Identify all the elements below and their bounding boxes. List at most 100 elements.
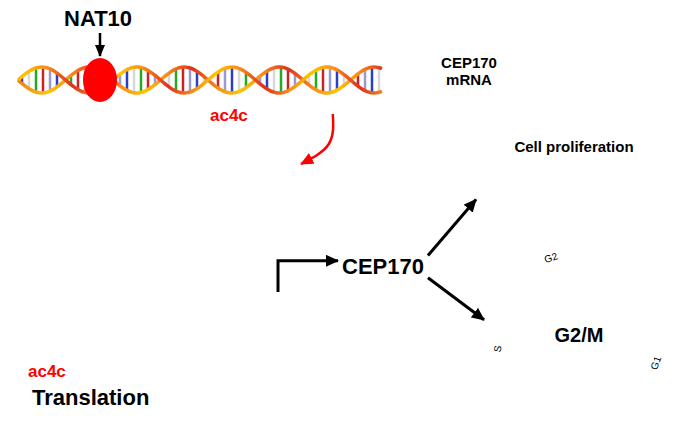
cell xyxy=(554,108,579,133)
base-pair xyxy=(237,328,240,342)
base-pair xyxy=(69,326,72,344)
cell-spot xyxy=(548,93,551,96)
process-label: Translation xyxy=(32,385,149,410)
cell-spot xyxy=(617,91,620,94)
connector-arrow xyxy=(278,261,338,292)
base-pair xyxy=(132,323,135,346)
heading: Cell proliferation xyxy=(476,138,672,155)
trna xyxy=(150,173,186,284)
cell-spot xyxy=(596,113,599,116)
phase-arrowhead xyxy=(503,273,528,293)
cell-spot xyxy=(585,114,588,117)
cell-spot xyxy=(593,99,596,102)
cell xyxy=(599,64,624,89)
cell-spot xyxy=(575,95,578,98)
base-pair xyxy=(48,329,51,342)
base-pair xyxy=(329,67,332,92)
base-pair xyxy=(322,67,325,92)
cell-spot xyxy=(588,81,591,84)
cell-spot xyxy=(571,120,574,123)
cell-spot xyxy=(542,94,545,97)
modification-label: ac4c xyxy=(28,362,66,382)
phase-arrowhead xyxy=(636,285,663,303)
phase-label: S xyxy=(492,345,504,354)
phase-segment xyxy=(508,242,619,289)
base-pair xyxy=(126,70,129,91)
strand xyxy=(10,323,320,347)
base-pair xyxy=(147,70,150,89)
base-pair xyxy=(189,68,192,92)
phase-segment xyxy=(540,289,672,429)
cell xyxy=(574,42,599,67)
cell-spot xyxy=(565,77,568,80)
base-pair xyxy=(62,331,65,340)
cell xyxy=(574,64,599,89)
base-pair xyxy=(224,68,227,91)
cell-spot xyxy=(561,71,564,74)
phase-label: G1 xyxy=(648,355,663,371)
cell-spot xyxy=(623,104,626,107)
ribosome-subunit xyxy=(210,165,278,340)
cell-spot xyxy=(608,82,611,85)
cell-spot xyxy=(578,47,581,50)
base-pair xyxy=(167,325,170,346)
base-pair xyxy=(35,68,38,92)
cell-spot xyxy=(610,70,613,73)
base-pair xyxy=(139,326,142,344)
base-pair xyxy=(223,323,226,347)
modification-label: ac4c xyxy=(210,106,248,126)
base-pair xyxy=(133,67,136,93)
phase-arrowhead xyxy=(536,395,553,424)
cell-spot xyxy=(562,52,565,55)
mrna-strand xyxy=(18,67,382,93)
base-pair xyxy=(182,67,185,93)
cell-cycle-ring: G2/MG2MSG1 xyxy=(484,240,674,430)
base-pair xyxy=(195,332,198,338)
base-pair xyxy=(160,329,163,342)
ribosome: Translation xyxy=(10,135,322,440)
cell-spot xyxy=(536,79,539,82)
base-pair xyxy=(336,70,339,90)
base-pair xyxy=(34,323,37,347)
enzyme-label: NAT10 xyxy=(64,6,132,31)
cell-spot xyxy=(589,72,592,75)
base-pair xyxy=(174,323,177,347)
cell-spot xyxy=(557,80,560,83)
ribosome-subunit xyxy=(135,150,212,340)
base-pair xyxy=(188,327,191,343)
cell-spot xyxy=(559,57,562,60)
cell-spot xyxy=(569,92,572,95)
cell-spot xyxy=(578,78,581,81)
cell-spot xyxy=(528,76,531,79)
cell xyxy=(524,64,549,89)
ribosome-body xyxy=(10,135,320,440)
cell-spot xyxy=(552,52,555,55)
base-pair xyxy=(118,325,121,344)
base-pair xyxy=(77,70,80,89)
base-pair xyxy=(287,69,290,91)
connector-arrow xyxy=(428,200,476,256)
connector-arrow xyxy=(428,278,484,320)
cell xyxy=(579,108,604,133)
phase-center-label: G2/M xyxy=(555,324,604,347)
cell xyxy=(549,64,574,89)
cell-spot xyxy=(542,99,545,102)
base-pair xyxy=(265,324,268,347)
connector-arrow xyxy=(301,114,333,164)
base-pair xyxy=(230,324,233,345)
phase-label: G2 xyxy=(543,250,559,265)
strand xyxy=(18,67,382,93)
base-pair xyxy=(20,327,23,343)
base-pair xyxy=(272,323,275,347)
mrna-node: CEP170 mRNA xyxy=(15,48,510,114)
base-pair xyxy=(371,67,374,93)
cell-spot xyxy=(560,49,563,52)
base-pair xyxy=(315,70,318,90)
cell-spot xyxy=(560,117,563,120)
cell xyxy=(549,42,574,67)
cell-spot xyxy=(615,75,618,78)
base-pair xyxy=(41,325,44,346)
trna-tail xyxy=(126,137,134,151)
cell-cluster: Cell proliferation xyxy=(476,40,672,208)
